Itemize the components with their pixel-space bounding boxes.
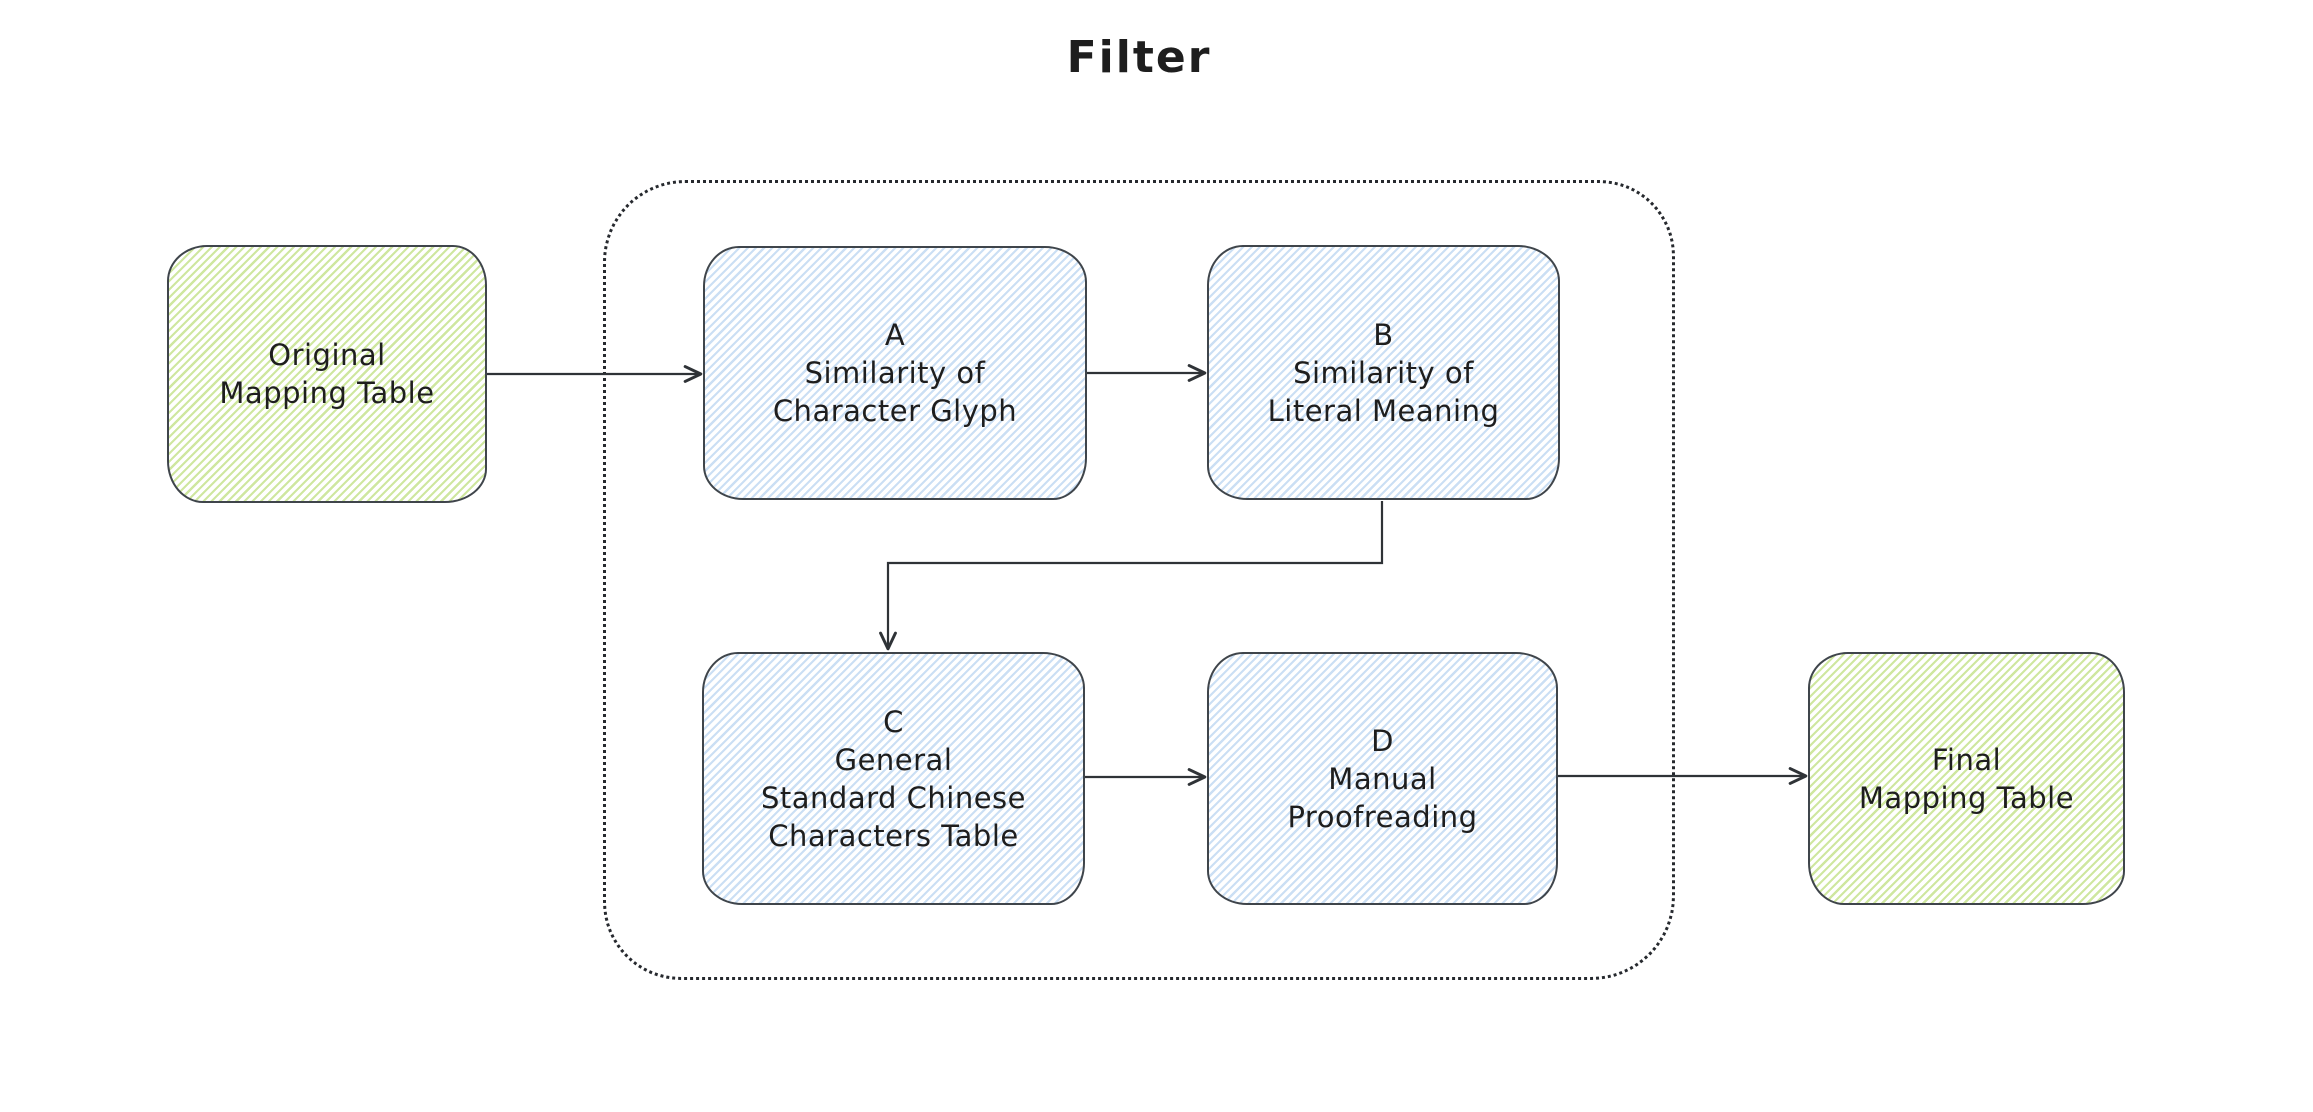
- node-label-line: Character Glyph: [772, 394, 1018, 428]
- node-label-line: A: [884, 318, 906, 352]
- node-label-line: Mapping Table: [219, 376, 435, 410]
- node-label-line: General: [834, 742, 953, 777]
- node-final-mapping-table: Final Mapping Table: [1808, 652, 2125, 905]
- node-label-line: Similarity of: [804, 356, 986, 390]
- node-label-line: Manual: [1328, 761, 1437, 796]
- node-label-line: C: [883, 704, 904, 739]
- node-c-general-standard-chinese-characters-table: C General Standard Chinese Characters Ta…: [702, 652, 1085, 905]
- diagram-title: Filter: [1066, 32, 1212, 83]
- node-a-similarity-of-character-glyph: A Similarity of Character Glyph: [703, 246, 1087, 500]
- node-d-manual-proofreading: D Manual Proofreading: [1207, 652, 1558, 905]
- node-label-line: B: [1373, 317, 1394, 352]
- node-label-line: Similarity of: [1293, 355, 1474, 390]
- node-label-line: Proofreading: [1287, 799, 1478, 834]
- node-label-line: Final: [1931, 742, 2002, 777]
- node-label-line: Standard Chinese: [760, 780, 1026, 815]
- node-label-line: Characters Table: [768, 818, 1019, 853]
- node-original-mapping-table: Original Mapping Table: [167, 245, 487, 503]
- node-label-line: Mapping Table: [1858, 780, 2075, 815]
- node-label-line: D: [1371, 723, 1394, 758]
- filter-group-outline: [603, 180, 1675, 980]
- node-label-line: Original: [268, 338, 386, 372]
- node-label-line: Literal Meaning: [1267, 393, 1500, 428]
- node-b-similarity-of-literal-meaning: B Similarity of Literal Meaning: [1207, 245, 1560, 500]
